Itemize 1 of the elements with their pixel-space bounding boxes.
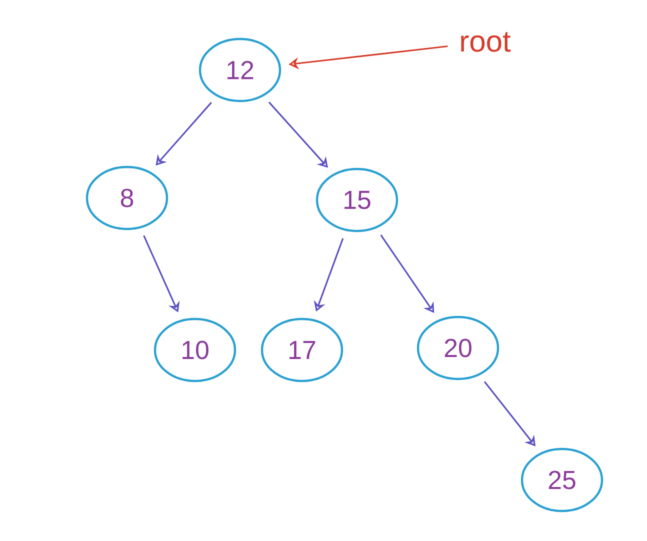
root-label: root <box>461 32 511 52</box>
